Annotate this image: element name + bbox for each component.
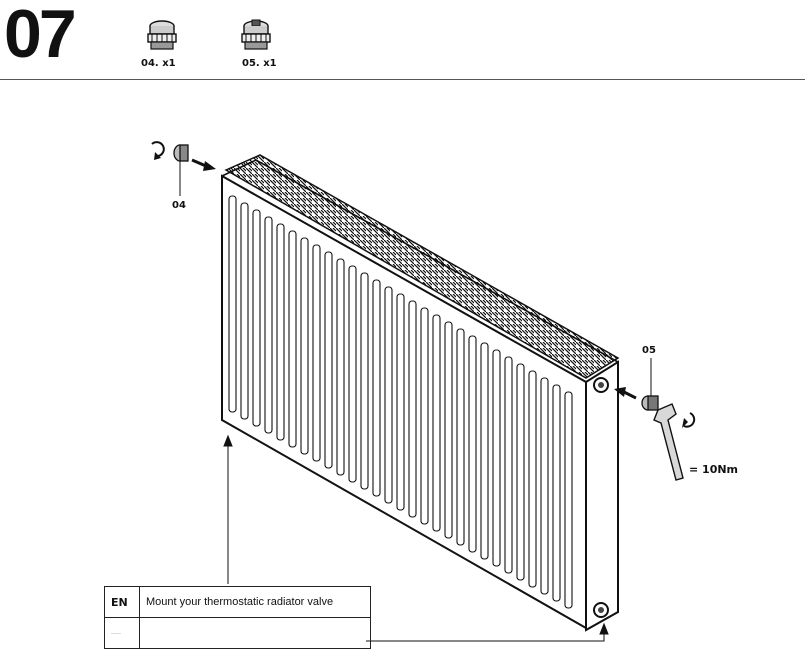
part-04 <box>132 18 192 59</box>
part-04-label: 04. x1 <box>141 58 176 69</box>
insert-arrow-left <box>191 158 207 168</box>
callout-04: 04 <box>172 200 186 211</box>
plug-05 <box>641 358 659 411</box>
plug-04 <box>173 144 189 196</box>
instruction-text-empty <box>139 617 371 649</box>
radiator-side-panel <box>585 360 619 632</box>
instruction-table: EN Mount your thermostatic radiator valv… <box>104 586 371 649</box>
rotate-arrow-left <box>151 141 165 157</box>
leader-lines <box>223 434 609 642</box>
part-05-label: 05. x1 <box>242 58 277 69</box>
step-number: 07 <box>4 0 77 72</box>
instruction-row-empty <box>104 617 371 649</box>
torque-label: = 10Nm <box>689 463 739 476</box>
air-vent-plug-icon <box>241 19 271 50</box>
rotate-arrow-right <box>683 412 696 428</box>
part-05 <box>226 18 286 59</box>
convector-fins <box>224 154 620 379</box>
language-code-empty <box>104 617 140 649</box>
wrench-icon <box>653 403 684 481</box>
instruction-text: Mount your thermostatic radiator valve <box>139 586 371 618</box>
header-divider <box>0 79 805 80</box>
instruction-row-en: EN Mount your thermostatic radiator valv… <box>104 586 371 618</box>
insert-arrow-right <box>623 390 637 400</box>
blanking-plug-icon <box>147 20 177 50</box>
language-code: EN <box>104 586 140 618</box>
radiator-flutes <box>228 195 573 609</box>
callout-05: 05 <box>642 345 656 356</box>
